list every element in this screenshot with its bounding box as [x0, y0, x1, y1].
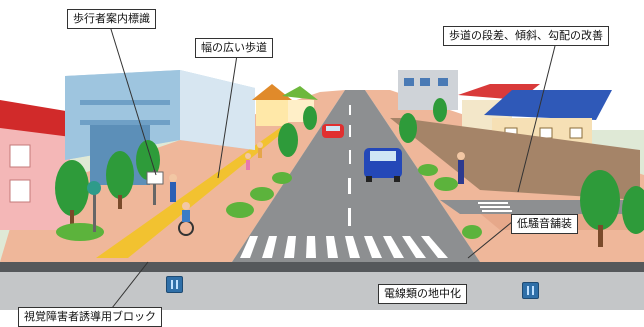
leader-lines — [109, 25, 556, 309]
crosswalk — [240, 236, 448, 258]
low-noise-pavement-label: 低騒音舗装 — [511, 214, 578, 234]
pedestrians — [169, 142, 465, 202]
underground-cables-label: 電線類の地中化 — [378, 284, 467, 304]
sidewalk-improvement-label: 歩道の段差、傾斜、勾配の改善 — [443, 26, 609, 46]
wheelchair-user — [178, 202, 194, 236]
red-car — [322, 124, 344, 138]
house-left-distance — [252, 84, 318, 126]
blue-car — [364, 148, 402, 182]
utility-box-icon — [166, 276, 183, 293]
foreground-road-section — [0, 262, 644, 272]
wide-sidewalk-label: 幅の広い歩道 — [195, 38, 273, 58]
shrubs — [56, 164, 482, 241]
glass-building — [65, 70, 255, 185]
tactile-block-label: 視覚障害者誘導用ブロック — [18, 307, 162, 327]
traffic-sign — [87, 181, 101, 232]
trees — [55, 98, 644, 234]
signboard-label: 歩行者案内標識 — [67, 9, 156, 29]
tactile-block-strip — [96, 125, 292, 258]
road — [232, 90, 480, 262]
lane-markings — [348, 105, 351, 226]
utility-box-icon — [522, 282, 539, 299]
